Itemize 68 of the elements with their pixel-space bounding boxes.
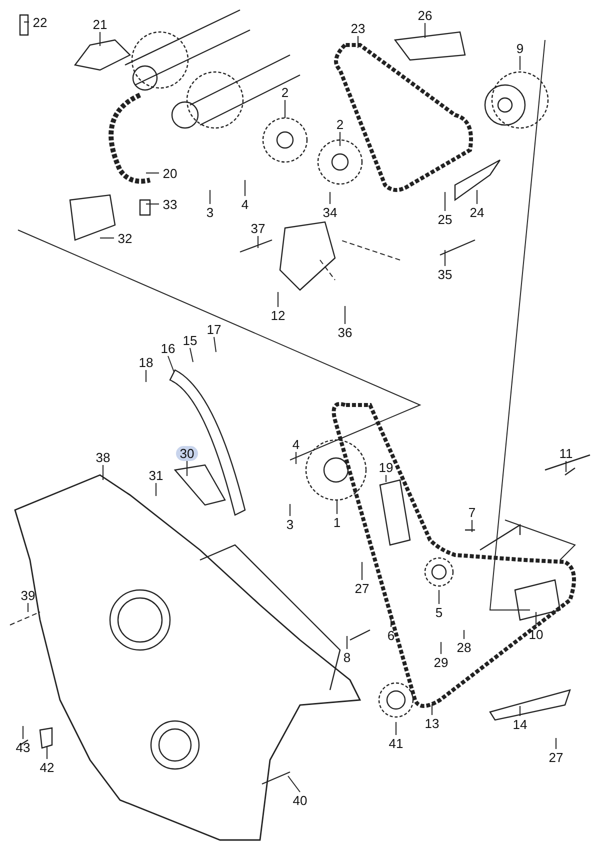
callout-number: 3 xyxy=(279,516,301,532)
leader-line xyxy=(186,460,188,476)
callout-number: 2 xyxy=(274,84,296,100)
callout-number: 39 xyxy=(17,588,39,602)
callout-number: 24 xyxy=(466,204,488,220)
callout-number: 31 xyxy=(145,468,167,482)
callout-number: 30 xyxy=(176,446,198,460)
leader-line xyxy=(444,250,446,266)
callout-number: 37 xyxy=(247,220,269,236)
leader-line xyxy=(146,172,160,174)
callout-number: 12 xyxy=(267,308,289,322)
callout-number: 33 xyxy=(159,196,181,212)
leader-line xyxy=(344,306,346,324)
callout-number: 4 xyxy=(234,196,256,212)
callout-number: 32 xyxy=(114,230,136,246)
leader-line xyxy=(244,180,246,196)
callout-number: 9 xyxy=(509,40,531,56)
leader-line xyxy=(444,192,446,212)
leader-line xyxy=(214,336,216,352)
callout-number: 6 xyxy=(380,628,402,642)
callout-number: 23 xyxy=(347,20,369,36)
callout-number: 10 xyxy=(525,626,547,642)
callout-number: 17 xyxy=(203,322,225,336)
callout-number: 26 xyxy=(414,8,436,22)
callout-number: 14 xyxy=(509,716,531,732)
leader-line xyxy=(476,190,478,204)
callout-number: 36 xyxy=(334,324,356,340)
callout-number: 8 xyxy=(336,650,358,664)
leader-line xyxy=(190,348,194,362)
callout-number: 5 xyxy=(428,604,450,620)
callout-number: 34 xyxy=(319,204,341,220)
leader-line xyxy=(390,614,392,628)
leader-line xyxy=(438,590,440,604)
leader-line xyxy=(346,636,348,650)
callout-number: 29 xyxy=(430,654,452,670)
callout-number: 1 xyxy=(326,514,348,530)
callout-number: 16 xyxy=(157,340,179,356)
leader-line xyxy=(284,100,286,118)
callout-number: 40 xyxy=(289,792,311,808)
callout-number: 2 xyxy=(329,116,351,132)
leader-line xyxy=(22,726,24,740)
callout-number: 42 xyxy=(36,760,58,774)
leader-line xyxy=(288,776,300,792)
callout-number: 27 xyxy=(351,580,373,596)
callout-number: 15 xyxy=(179,332,201,348)
leader-line xyxy=(424,22,426,38)
callout-number: 25 xyxy=(434,212,456,226)
callout-number: 41 xyxy=(385,736,407,750)
callout-number: 43 xyxy=(12,740,34,754)
leader-line xyxy=(46,746,48,760)
leader-line xyxy=(440,642,442,654)
callout-number: 28 xyxy=(453,640,475,654)
leader-line xyxy=(102,464,104,480)
callout-number: 27 xyxy=(545,750,567,764)
callout-number: 7 xyxy=(461,504,483,520)
callout-number: 18 xyxy=(135,354,157,370)
callout-number: 38 xyxy=(92,450,114,464)
callout-number: 35 xyxy=(434,266,456,282)
leader-line xyxy=(168,356,174,372)
callout-number: 21 xyxy=(89,16,111,32)
callout-number: 20 xyxy=(159,166,181,180)
callout-number: 4 xyxy=(285,436,307,452)
callout-number: 13 xyxy=(421,716,443,730)
callout-number: 3 xyxy=(199,204,221,220)
callout-number: 11 xyxy=(555,446,577,460)
leader-line xyxy=(336,500,338,514)
callout-number: 22 xyxy=(29,14,51,30)
callout-number: 19 xyxy=(375,460,397,474)
